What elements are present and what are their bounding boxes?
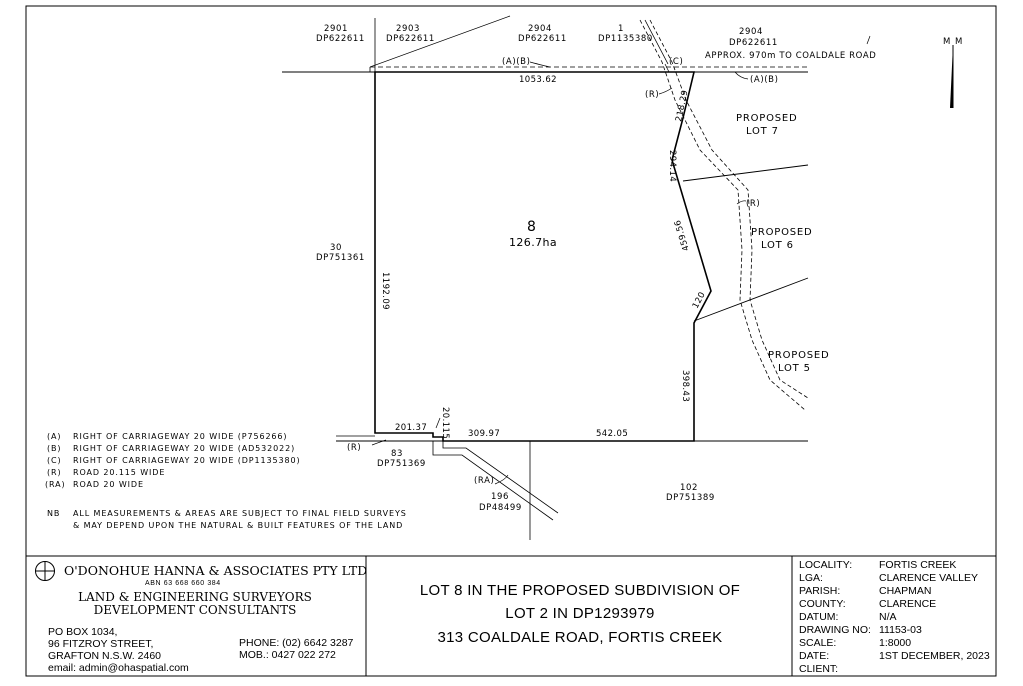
- info-datum: N/A: [879, 611, 897, 623]
- lot-8-area: 126.7ha: [509, 236, 557, 249]
- svg-text:(RA): (RA): [45, 480, 66, 489]
- ra-road-edge-west: [432, 441, 554, 521]
- info-lga: CLARENCE VALLEY: [879, 572, 979, 584]
- title-line-1: LOT 8 IN THE PROPOSED SUBDIVISION OF: [419, 582, 741, 599]
- dim-east-seg-5: 398.43: [680, 370, 690, 402]
- lot-label-2904-west: 2904: [528, 24, 552, 34]
- label-leaders: [371, 35, 871, 485]
- info-drawing-no: 11153-03: [879, 624, 922, 636]
- title-line-2: LOT 2 IN DP1293979: [505, 605, 655, 622]
- dim-east-seg-3: 459.56: [673, 218, 692, 252]
- lot-label-30: 30: [330, 243, 342, 253]
- proposed-lot-7-label: PROPOSED: [736, 113, 798, 124]
- proposed-lot-5-label: PROPOSED: [768, 350, 830, 361]
- legend-b: RIGHT OF CARRIAGEWAY 20 WIDE (AD532022): [73, 444, 295, 453]
- svg-text:(R): (R): [47, 468, 62, 477]
- dim-south-seg-1: 201.37: [395, 423, 427, 433]
- ra-road-edge-east: [442, 441, 559, 514]
- nb-key: NB: [47, 509, 60, 518]
- firm-abn: ABN 63 668 660 384: [145, 580, 221, 587]
- proposed-lot-6-label: PROPOSED: [751, 227, 813, 238]
- sheet-border: [25, 5, 997, 677]
- svg-text:(B): (B): [47, 444, 61, 453]
- firm-po-box: PO BOX 1034,: [48, 626, 118, 638]
- dp-label-2904-west: DP622611: [518, 34, 567, 44]
- tag-ab-east: (A)(B): [750, 75, 779, 85]
- tag-r-north: (R): [645, 90, 659, 100]
- dp-label-2901: DP622611: [316, 34, 365, 44]
- lot-8-number: 8: [527, 219, 536, 235]
- title-line-3: 313 COALDALE ROAD, FORTIS CREEK: [437, 629, 723, 646]
- dim-west-boundary: 1192.09: [380, 272, 390, 310]
- lot-label-102: 102: [680, 483, 698, 493]
- dim-south-seg-3: 309.97: [468, 429, 500, 439]
- lot-7-6-divider: [682, 164, 809, 182]
- tag-r-west: (R): [347, 443, 361, 453]
- proposed-lot-7-number: LOT 7: [746, 126, 779, 137]
- info-county: CLARENCE: [879, 598, 937, 610]
- lot-label-2903: 2903: [396, 24, 420, 34]
- nb-line-1: ALL MEASUREMENTS & AREAS ARE SUBJECT TO …: [73, 509, 407, 518]
- legend-r: ROAD 20.115 WIDE: [73, 468, 165, 477]
- firm-email: email: admin@ohaspatial.com: [48, 662, 189, 674]
- info-scale: 1:8000: [879, 637, 912, 649]
- legend-ra: ROAD 20 WIDE: [73, 480, 144, 489]
- lot-6-5-divider: [693, 277, 809, 322]
- firm-logo-icon: [35, 561, 55, 581]
- dim-north-boundary: 1053.62: [519, 75, 557, 85]
- dim-south-seg-2: 20.115: [440, 407, 450, 439]
- road-edge-east: [639, 19, 806, 411]
- firm-town: GRAFTON N.S.W. 2460: [48, 650, 162, 662]
- proposed-lot-5-number: LOT 5: [778, 363, 811, 374]
- info-locality: FORTIS CREEK: [879, 559, 957, 571]
- road-edge-west: [649, 19, 809, 399]
- lot-8-boundary: [374, 71, 712, 442]
- lot-label-1: 1: [618, 24, 624, 34]
- tag-r-east: (R): [746, 199, 760, 209]
- dp-label-2904-east: DP622611: [729, 38, 778, 48]
- lot-divider-2903-2904: [369, 15, 511, 68]
- firm-tagline-1: LAND & ENGINEERING SURVEYORS: [78, 590, 312, 604]
- dim-east-seg-2: 294.14: [667, 150, 677, 182]
- dim-east-seg-1: 218.29: [674, 89, 690, 123]
- info-parish: CHAPMAN: [879, 585, 932, 597]
- legend-a: RIGHT OF CARRIAGEWAY 20 WIDE (P756266): [73, 432, 287, 441]
- firm-mobile: MOB.: 0427 022 272: [239, 649, 336, 661]
- proposed-lot-6-number: LOT 6: [761, 240, 794, 251]
- lot-label-196: 196: [491, 492, 509, 502]
- legend: (A) RIGHT OF CARRIAGEWAY 20 WIDE (P75626…: [45, 432, 300, 489]
- firm-phone: PHONE: (02) 6642 3287: [239, 637, 354, 649]
- svg-text:(A): (A): [47, 432, 61, 441]
- dp-label-196: DP48499: [479, 503, 522, 513]
- lot-label-83: 83: [391, 449, 403, 459]
- nb-line-2: & MAY DEPEND UPON THE NATURAL & BUILT FE…: [73, 521, 403, 530]
- dp-label-30: DP751361: [316, 253, 365, 263]
- svg-text:(C): (C): [47, 456, 62, 465]
- lot-label-2904-east: 2904: [739, 27, 763, 37]
- lot-label-2901: 2901: [324, 24, 348, 34]
- road-distance-note: APPROX. 970m TO COALDALE ROAD: [705, 51, 876, 61]
- tag-ab-west: (A)(B): [502, 57, 531, 67]
- firm-street: 96 FITZROY STREET,: [48, 638, 154, 650]
- dp-label-1: DP1135380: [598, 34, 653, 44]
- tag-ra: (RA): [474, 476, 494, 486]
- svg-text:M: M: [943, 37, 951, 47]
- firm-name: O'DONOHUE HANNA & ASSOCIATES PTY LTD: [64, 563, 368, 578]
- north-arrow-icon: M M: [943, 37, 963, 108]
- info-date: 1ST DECEMBER, 2023: [879, 650, 990, 662]
- firm-tagline-2: DEVELOPMENT CONSULTANTS: [93, 603, 297, 617]
- tag-c: (C): [669, 57, 683, 67]
- dp-label-83: DP751369: [377, 459, 426, 469]
- svg-text:M: M: [955, 37, 963, 47]
- legend-c: RIGHT OF CARRIAGEWAY 20 WIDE (DP1135380): [73, 456, 300, 465]
- dp-label-102: DP751389: [666, 493, 715, 503]
- dp-label-2903: DP622611: [386, 34, 435, 44]
- dim-south-seg-4: 542.05: [596, 429, 628, 439]
- title-block-frame: [26, 555, 996, 676]
